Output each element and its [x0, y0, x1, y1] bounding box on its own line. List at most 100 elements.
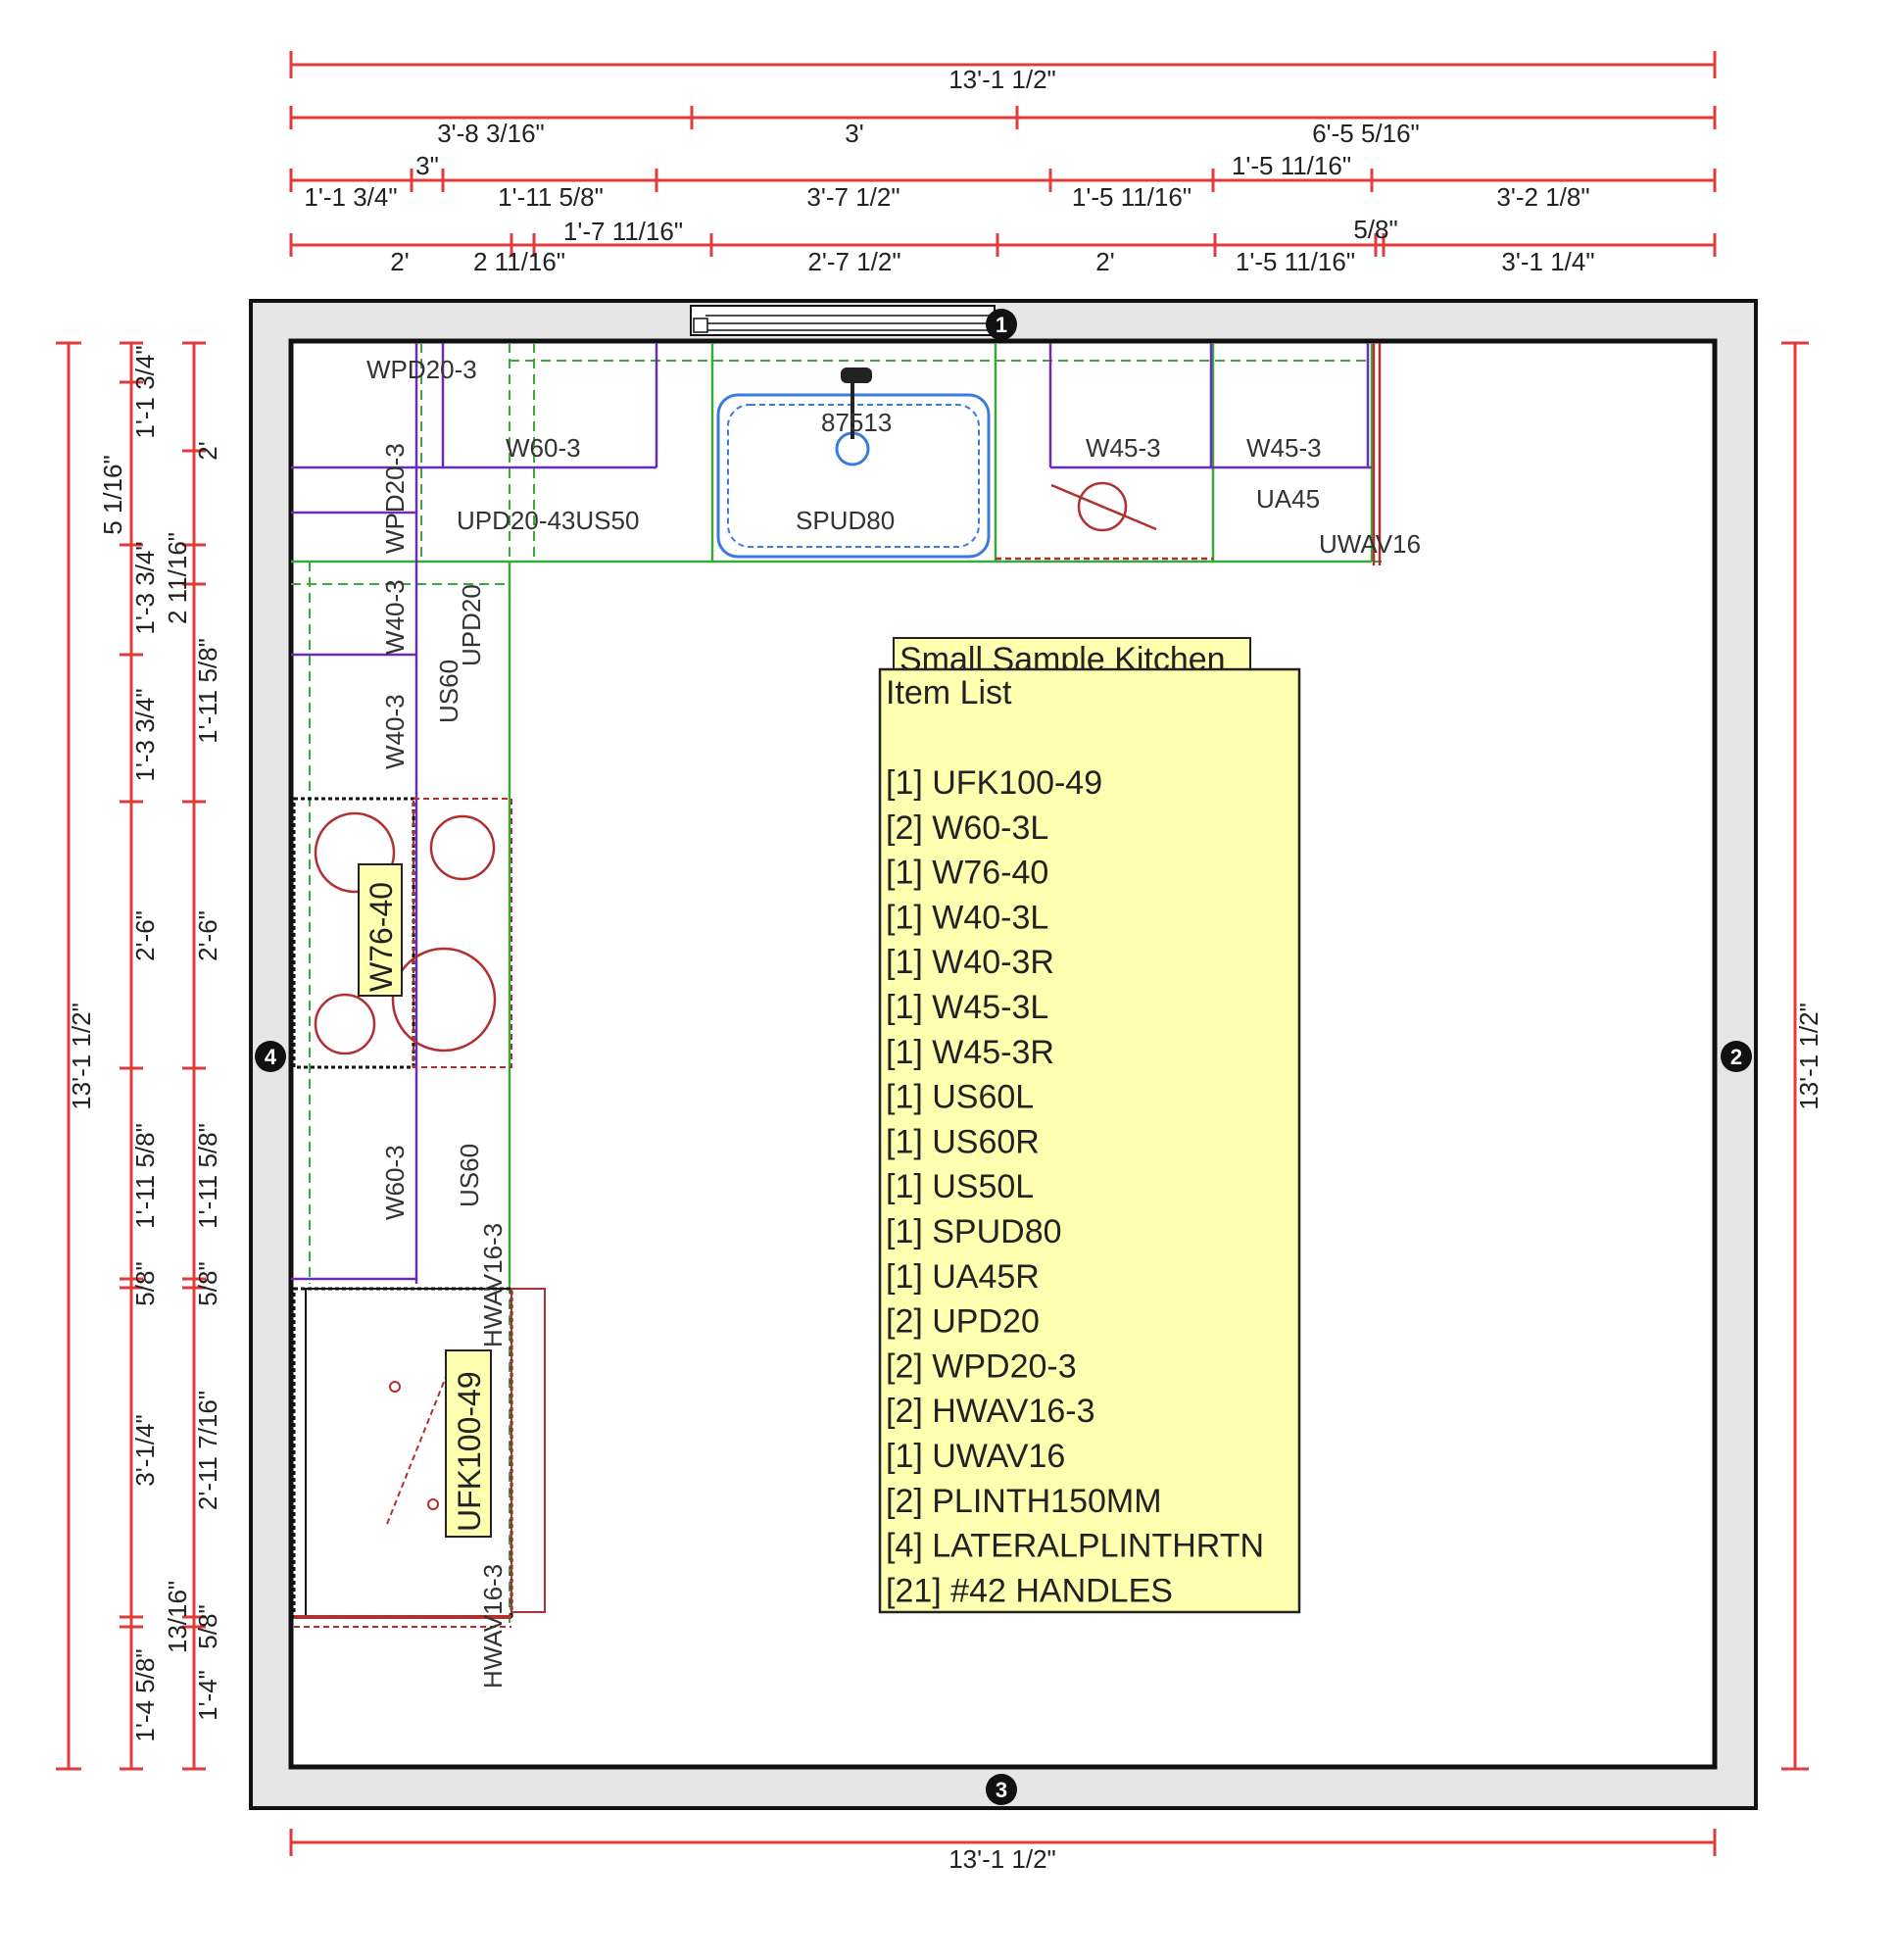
- dim-label: 1'-5 11/16": [1236, 247, 1355, 276]
- label-us60-upper: US60: [434, 660, 463, 723]
- dim-label: 2': [390, 247, 409, 276]
- dim-label: 2'-7 1/2": [807, 247, 900, 276]
- note-item: [1] W40-3R: [886, 944, 1054, 981]
- top-dimension-labels: 13'-1 1/2" 3'-8 3/16" 3' 6'-5 5/16" 1'-1…: [304, 65, 1594, 276]
- note-item: [2] UPD20: [886, 1303, 1040, 1341]
- fridge-unit: [292, 1287, 546, 1628]
- dim-label: 3": [415, 151, 439, 180]
- note-item: [1] W45-3L: [886, 989, 1048, 1026]
- dim-label: 3'-8 3/16": [437, 119, 545, 148]
- note-item: [2] PLINTH150MM: [886, 1483, 1162, 1520]
- dim-label: 1'-1 3/4": [130, 345, 160, 438]
- sink: [716, 368, 991, 559]
- label-faucet: 87513: [821, 408, 892, 437]
- left-dimension-labels: 13'-1 1/2" 5 1/16" 1'-3 3/4" 1'-3 3/4" 2…: [67, 345, 222, 1741]
- svg-text:1: 1: [996, 313, 1007, 337]
- dim-label: 1'-1 3/4": [304, 182, 397, 212]
- upper-cabinets: [291, 343, 1372, 1284]
- dim-label: 5/8": [1353, 215, 1397, 244]
- dim-label: 5/8": [193, 1261, 222, 1305]
- dim-label: 1'-3 3/4": [130, 541, 160, 634]
- dim-label: 2'-6": [130, 910, 160, 961]
- dim-label: 1'-3 3/4": [130, 688, 160, 781]
- dim-label: 1'-11 5/8": [130, 1123, 160, 1229]
- label-w60-top: W60-3: [506, 433, 581, 463]
- note-item: [1] US50L: [886, 1168, 1034, 1205]
- wall-marker-2: [1721, 1041, 1752, 1072]
- label-w40-lower: W40-3: [380, 694, 410, 769]
- dim-label: 2': [1095, 247, 1114, 276]
- dim-label: 13/16": [163, 1581, 192, 1653]
- label-upd20: UPD20: [457, 584, 486, 666]
- cabinet-labels: WPD20-3 W60-3 UPD20-43US50 87513 SPUD80 …: [366, 355, 1421, 1689]
- label-w40-upper: W40-3: [380, 579, 410, 655]
- svg-text:2: 2: [1730, 1045, 1742, 1069]
- dim-label: 3': [845, 119, 863, 148]
- label-hwav-lower: HWAV16-3: [478, 1564, 508, 1689]
- dim-overall-bottom: 13'-1 1/2": [948, 1844, 1056, 1874]
- item-list-note: Small Sample Kitchen Item List [1] UFK10…: [878, 637, 1301, 1614]
- label-w60-left: W60-3: [380, 1145, 410, 1220]
- dim-label: 1'-4": [193, 1670, 222, 1721]
- note-item: [2] W60-3L: [886, 809, 1048, 847]
- ufk-tag: UFK100-49: [445, 1349, 492, 1538]
- wall-marker-4: [255, 1041, 286, 1072]
- note-item: [1] W40-3L: [886, 899, 1048, 936]
- dim-label: 2'-11 7/16": [193, 1391, 222, 1510]
- right-bottom-dimensions: [289, 341, 1809, 1856]
- dim-label: 3'-7 1/2": [806, 182, 899, 212]
- wall-marker-3: [986, 1774, 1017, 1805]
- label-wpd20-top: WPD20-3: [366, 355, 477, 384]
- dim-label: 2': [193, 441, 222, 460]
- dim-overall-right: 13'-1 1/2": [1794, 1003, 1823, 1110]
- base-cabinet-solid-edges: [291, 343, 1374, 1284]
- label-upd-us50: UPD20-43US50: [457, 506, 639, 535]
- dim-label: 2'-6": [193, 910, 222, 961]
- svg-text:3: 3: [996, 1778, 1007, 1802]
- dim-label: 1'-5 11/16": [1232, 151, 1351, 180]
- label-w45-right: W45-3: [1246, 433, 1322, 463]
- dim-label: 3'-1/4": [130, 1414, 160, 1486]
- lazy-susan-symbol: [996, 343, 1382, 565]
- dim-overall-left: 13'-1 1/2": [67, 1003, 96, 1110]
- note-item: [1] UA45R: [886, 1258, 1040, 1296]
- dim-label: 3'-1 1/4": [1501, 247, 1594, 276]
- note-heading: Item List: [886, 674, 1012, 711]
- note-item: [1] UWAV16: [886, 1438, 1065, 1475]
- label-wpd20-left: WPD20-3: [380, 443, 410, 554]
- label-w76: W76-40: [364, 882, 399, 992]
- label-uwav: UWAV16: [1319, 529, 1421, 559]
- dim-overall-top: 13'-1 1/2": [948, 65, 1056, 94]
- label-us60-lower: US60: [455, 1144, 484, 1207]
- note-item: [4] LATERALPLINTHRTN: [886, 1528, 1264, 1565]
- dim-label: 3'-2 1/8": [1496, 182, 1589, 212]
- dim-label: 1'-5 11/16": [1072, 182, 1191, 212]
- svg-text:4: 4: [265, 1045, 277, 1069]
- note-item: [2] WPD20-3: [886, 1348, 1077, 1385]
- note-item-list: [1] UFK100-49[2] W60-3L[1] W76-40[1] W40…: [886, 764, 1264, 1609]
- label-spud: SPUD80: [796, 506, 895, 535]
- note-item: [1] W45-3R: [886, 1034, 1054, 1071]
- label-ua45: UA45: [1256, 484, 1320, 514]
- dim-label: 1'-11 5/8": [193, 638, 222, 744]
- note-item: [1] W76-40: [886, 855, 1048, 892]
- wall-markers: 1 2 3 4: [255, 309, 1752, 1805]
- note-item: [2] HWAV16-3: [886, 1393, 1095, 1430]
- dim-label: 1'-7 11/16": [563, 217, 683, 246]
- dim-label: 5 1/16": [98, 455, 127, 535]
- dim-label: 1'-11 5/8": [193, 1123, 222, 1229]
- dim-label: 2 11/16": [473, 247, 565, 276]
- dim-label: 1'-11 5/8": [498, 182, 604, 212]
- note-item: [1] US60L: [886, 1079, 1034, 1116]
- note-item: [1] SPUD80: [886, 1213, 1062, 1250]
- label-hwav-upper: HWAV16-3: [478, 1223, 508, 1348]
- dim-label: 2 11/16": [163, 532, 192, 624]
- note-item: [1] US60R: [886, 1123, 1040, 1160]
- label-ufk: UFK100-49: [452, 1371, 487, 1532]
- dim-label: 5/8": [193, 1604, 222, 1648]
- wall-marker-1: [986, 309, 1017, 340]
- label-w45-left: W45-3: [1086, 433, 1161, 463]
- dim-label: 1'-4 5/8": [130, 1648, 160, 1741]
- top-dimensions: [289, 51, 1717, 257]
